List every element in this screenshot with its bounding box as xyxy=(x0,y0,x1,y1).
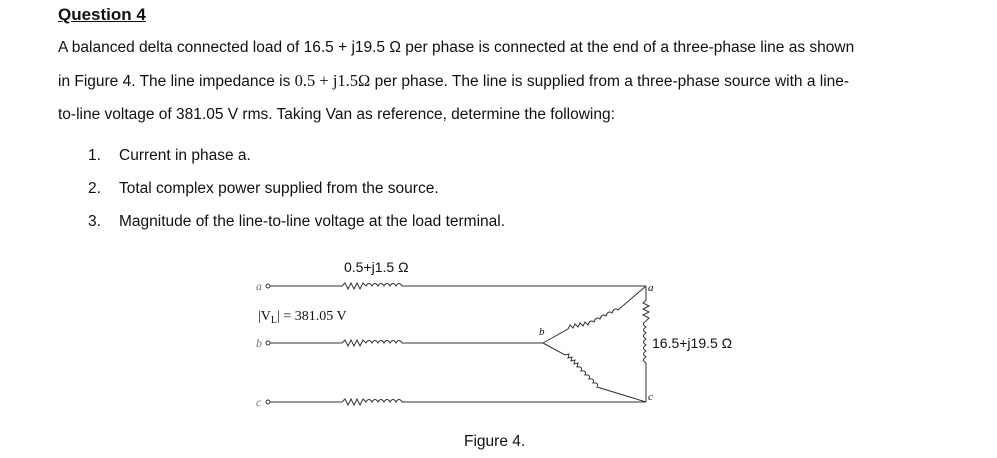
task-number: 3. xyxy=(88,213,101,230)
node-a-label: a xyxy=(648,282,654,294)
delta-branch-bc xyxy=(542,342,647,403)
line-b-wire xyxy=(270,338,543,348)
voltage-value: | = 381.05 V xyxy=(277,309,347,324)
task-number: 1. xyxy=(88,147,101,164)
line-a-wire xyxy=(270,281,646,291)
line-c-wire xyxy=(270,397,646,407)
para-text: per phase is connected at the end of a t… xyxy=(400,39,855,56)
para-text: A balanced delta connected load of 16.5 … xyxy=(58,39,390,56)
ohm-symbol: Ω xyxy=(389,39,401,56)
source-terminal-c-label: c xyxy=(256,395,262,409)
task-number: 2. xyxy=(88,180,101,197)
para-text: in Figure 4. The line impedance is xyxy=(58,73,295,90)
line-impedance-math: 0.5 + j1.5Ω xyxy=(294,71,371,90)
task-list: 1. Current in phase a. 2. Total complex po… xyxy=(88,144,505,243)
question-heading: Question 4 xyxy=(58,5,146,24)
node-b-label: b xyxy=(539,326,545,338)
terminal-a-circle xyxy=(265,283,271,289)
question-paragraph: A balanced delta connected load of 16.5 … xyxy=(58,31,958,131)
paragraph-line-3: to-line voltage of 381.05 V rms. Taking … xyxy=(58,106,615,123)
task-item: 2. Total complex power supplied from the … xyxy=(88,177,505,210)
terminal-b-circle xyxy=(265,340,271,346)
terminal-c-circle xyxy=(265,399,271,405)
line-impedance-label: 0.5+j1.5 Ω xyxy=(344,259,409,275)
delta-branch-ba xyxy=(542,285,647,344)
voltage-label: |VL| = 381.05 V xyxy=(258,309,347,326)
source-terminal-a-label: a xyxy=(256,279,262,293)
figure-caption: Figure 4. xyxy=(464,433,526,450)
task-text: Current in phase a. xyxy=(119,147,251,164)
voltage-abs-open: |V xyxy=(258,309,271,324)
task-text: Total complex power supplied from the so… xyxy=(119,180,439,197)
source-terminal-b-label: b xyxy=(256,336,262,350)
para-text: per phase. The line is supplied from a t… xyxy=(370,73,850,90)
task-item: 3. Magnitude of the line-to-line voltage … xyxy=(88,210,505,243)
voltage-subscript: L xyxy=(271,315,277,326)
task-text: Magnitude of the line-to-line voltage at… xyxy=(119,213,506,230)
delta-branch-ac xyxy=(641,286,651,402)
paragraph-line-1: A balanced delta connected load of 16.5 … xyxy=(58,31,958,64)
paragraph-line-2: in Figure 4. The line impedance is 0.5 +… xyxy=(58,64,958,98)
node-c-label: c xyxy=(648,391,653,403)
task-item: 1. Current in phase a. xyxy=(88,144,505,177)
load-impedance-label: 16.5+j19.5 Ω xyxy=(652,335,732,351)
